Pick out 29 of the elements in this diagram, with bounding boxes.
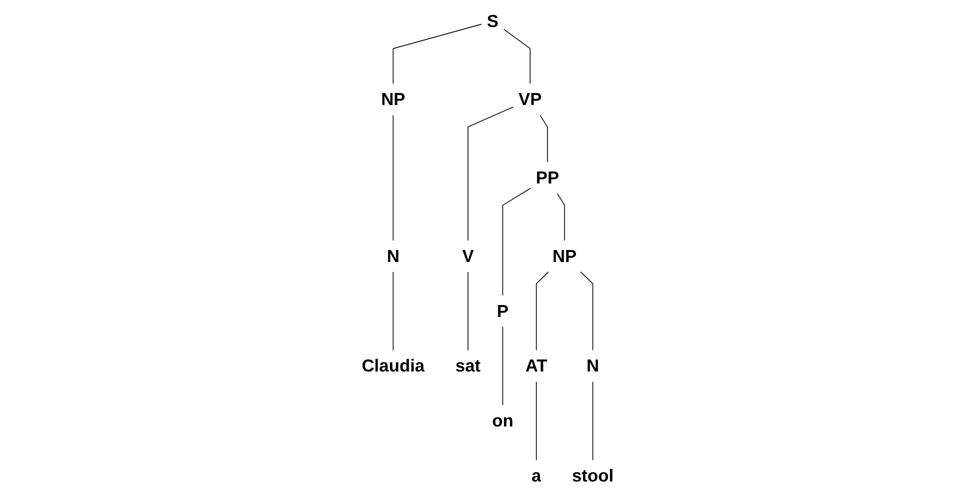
tree-label: N — [586, 356, 600, 376]
tree-branch — [536, 381, 538, 461]
tree-label: P — [497, 300, 509, 321]
tree-label: sat — [456, 356, 481, 376]
tree-branch — [393, 114, 394, 241]
tree-label: Claudia — [362, 356, 425, 376]
tree-label: VP — [518, 89, 542, 110]
tree-branch — [504, 28, 531, 84]
tree-branch — [502, 326, 504, 406]
tree-branch — [592, 381, 594, 461]
tree-label: V — [462, 246, 474, 266]
tree-branch — [393, 24, 482, 84]
tree-branch — [502, 188, 532, 296]
tree-branch — [536, 272, 550, 351]
tree-branch — [580, 272, 594, 351]
tree-label: NP — [381, 89, 406, 110]
tree-branch — [557, 193, 566, 241]
tree-label: stool — [572, 466, 614, 486]
tree-branch — [393, 272, 394, 351]
tree-label: NP — [552, 246, 577, 266]
tree-label: N — [387, 246, 400, 266]
tree-label: S — [487, 10, 499, 31]
tree-branch — [540, 114, 548, 162]
tree-label: a — [532, 466, 542, 486]
tree-branch — [468, 272, 469, 351]
tree-branch — [468, 106, 514, 241]
tree-label: AT — [526, 356, 548, 376]
tree-label: on — [492, 410, 514, 431]
tree-label: PP — [536, 167, 560, 188]
